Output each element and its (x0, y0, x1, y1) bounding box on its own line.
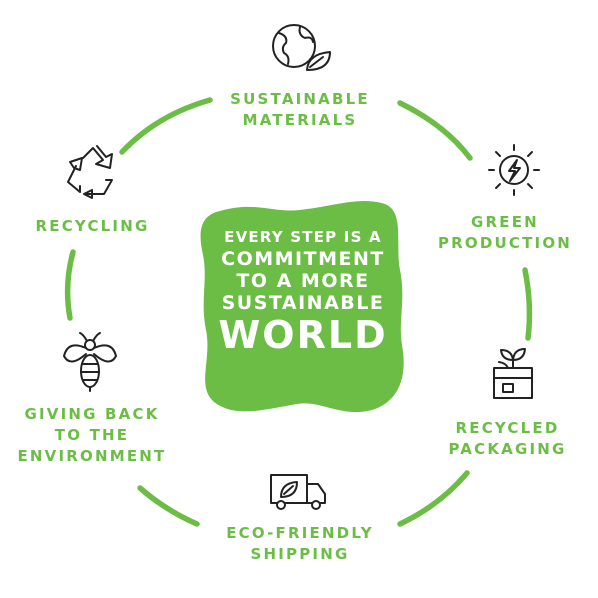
step-label-line: PRODUCTION (437, 234, 573, 252)
arc-recycling-to-materials (119, 97, 213, 155)
truck-leaf-icon (270, 474, 326, 510)
center-line: COMMITMENT (221, 248, 385, 270)
center-blob (200, 200, 404, 413)
arc-shipping-to-giving-back (137, 485, 200, 527)
step-label-line: TO THE (54, 426, 130, 444)
center-line: TO A MORE (236, 270, 370, 292)
step-label-line: GREEN (471, 213, 539, 231)
box-plant-icon (493, 348, 533, 399)
center-headline: WORLD (218, 313, 388, 357)
arc-giving-back-to-recycling (64, 249, 76, 321)
step-recycled-packaging-label: RECYCLED PACKAGING (425, 418, 590, 460)
step-label-line: RECYCLING (35, 217, 150, 235)
arc-packaging-to-shipping (397, 470, 470, 527)
center-message: EVERY STEP IS A COMMITMENT TO A MORE SUS… (210, 228, 396, 357)
step-label-line: SHIPPING (250, 545, 350, 563)
globe-leaf-icon (272, 24, 331, 71)
step-giving-back-label: GIVING BACK TO THE ENVIRONMENT (8, 404, 176, 467)
cycle-ring (64, 97, 533, 527)
step-label-line: PACKAGING (448, 440, 567, 458)
center-line: EVERY STEP IS A (224, 228, 382, 246)
step-label-line: ECO-FRIENDLY (226, 524, 374, 542)
step-eco-friendly-shipping-label: ECO-FRIENDLY SHIPPING (200, 523, 400, 565)
arc-production-to-packaging (522, 267, 533, 341)
step-label-line: GIVING BACK (24, 405, 160, 423)
lightning-sun-icon (488, 144, 540, 196)
center-line: SUSTAINABLE (221, 292, 385, 314)
step-recycling-label: RECYCLING (15, 216, 170, 237)
step-label-line: MATERIALS (242, 111, 358, 129)
step-green-production-label: GREEN PRODUCTION (420, 212, 590, 254)
step-label-line: SUSTAINABLE (230, 90, 370, 108)
step-label-line: ENVIRONMENT (17, 447, 167, 465)
recycle-icon (67, 145, 113, 199)
arc-materials-to-production (397, 100, 473, 161)
step-sustainable-materials-label: SUSTAINABLE MATERIALS (200, 89, 400, 131)
bee-icon (63, 332, 117, 392)
step-label-line: RECYCLED (455, 419, 560, 437)
